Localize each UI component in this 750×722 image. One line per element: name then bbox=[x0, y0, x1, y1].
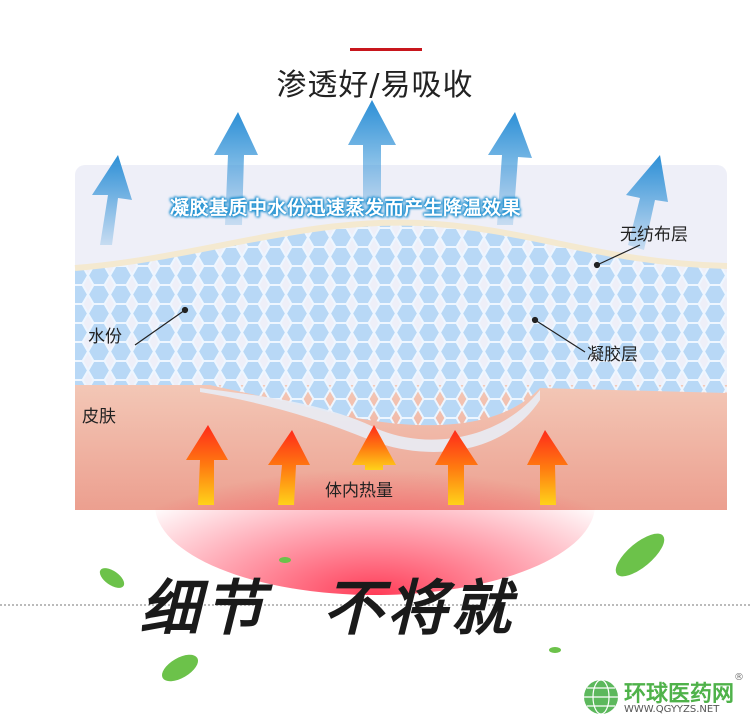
accent-line bbox=[350, 48, 422, 51]
heat-arrow-icon bbox=[268, 430, 310, 505]
gel-layer bbox=[75, 224, 727, 426]
watermark-name: 环球医药网 bbox=[624, 682, 735, 707]
leaf-icon bbox=[549, 647, 561, 653]
registered-mark: ® bbox=[734, 672, 744, 683]
evaporation-arrows bbox=[92, 100, 668, 250]
leaf-icon bbox=[279, 557, 291, 563]
leader-lines bbox=[134, 244, 641, 353]
up-arrow-icon bbox=[626, 155, 668, 250]
watermark-url: WWW.QGYYZS.NET bbox=[624, 704, 720, 715]
heat-glow bbox=[155, 415, 595, 595]
leaf-icon bbox=[615, 533, 665, 577]
page-title: 渗透好/易吸收 bbox=[276, 68, 474, 103]
heat-arrow-icon bbox=[352, 425, 396, 470]
leaf-icon bbox=[161, 654, 199, 682]
up-arrow-icon bbox=[92, 155, 132, 245]
label-body-heat: 体内热量 bbox=[325, 481, 393, 501]
heat-arrow-icon bbox=[186, 425, 228, 505]
label-skin: 皮肤 bbox=[82, 407, 116, 427]
leaf-icon bbox=[99, 568, 125, 588]
gel-caption: 凝胶基质中水份迅速蒸发而产生降温效果 bbox=[170, 197, 522, 219]
up-arrow-icon bbox=[488, 112, 532, 225]
gel-absorption bbox=[200, 388, 540, 452]
up-arrow-icon bbox=[214, 112, 258, 225]
heat-arrow-icon bbox=[435, 430, 478, 505]
label-gel: 凝胶层 bbox=[587, 345, 638, 365]
label-nonwoven: 无纺布层 bbox=[620, 225, 688, 245]
globe-icon bbox=[584, 679, 618, 715]
heat-arrow-icon bbox=[527, 430, 568, 505]
slogan: 细节 不将就 bbox=[140, 560, 515, 647]
leaves bbox=[99, 533, 665, 682]
label-water: 水份 bbox=[88, 327, 122, 347]
up-arrow-icon bbox=[348, 100, 396, 215]
slogan-part: 细节 bbox=[140, 574, 268, 644]
heat-arrows bbox=[186, 425, 568, 505]
slogan-part: 不将就 bbox=[322, 574, 515, 644]
